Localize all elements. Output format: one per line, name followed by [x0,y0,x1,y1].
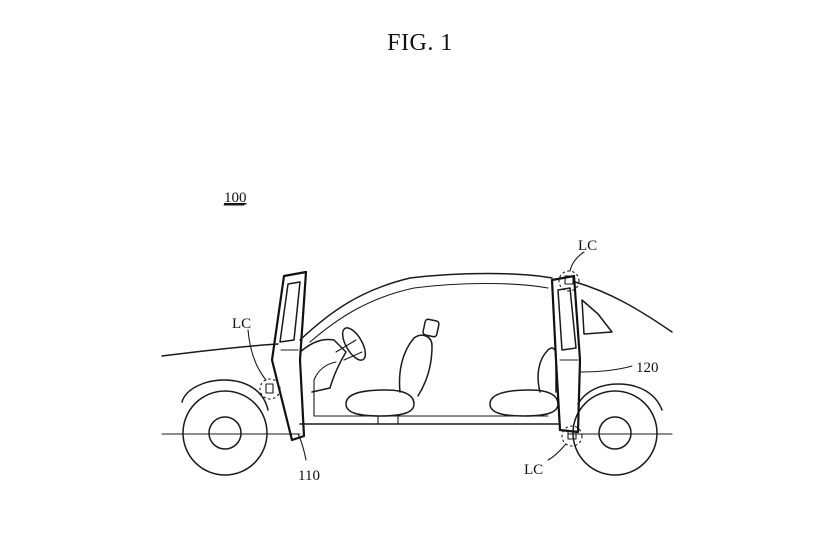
lc-rear-bottom-latch [567,430,577,440]
front-wheel [182,390,268,476]
leader-110 [297,433,307,461]
rear-fender-outline [577,383,663,411]
lc-rear-bottom-marker [561,425,583,447]
label-lc-rear-top: LC [578,238,597,254]
front-hood-outline [161,343,279,357]
rear-trunk-outline [574,281,673,333]
label-rear-door-120: 120 [636,360,659,376]
roof-inner-line [309,282,549,343]
figure-title: FIG. 1 [387,30,453,56]
leader-120 [579,365,633,373]
front-door [270,270,308,442]
steering-wheel [335,327,367,361]
cabin-front-wall [313,361,337,417]
label-vehicle-100: 100 [224,190,247,206]
lc-front-latch [265,383,274,394]
rear-wheel [572,390,658,476]
front-fender-outline [181,379,269,411]
lc-front-marker [259,378,281,400]
dashboard [299,338,347,393]
leader-lc-rear-bottom [547,443,567,461]
lc-rear-top-latch [564,275,574,285]
rear-seat [489,347,559,417]
label-lc-front: LC [232,316,251,332]
label-lc-rear-bottom: LC [524,462,543,478]
rear-window-outline [581,299,613,335]
front-seat [345,318,440,425]
lc-rear-top-marker [558,270,580,292]
roof-outline [299,272,553,341]
label-front-door-110: 110 [298,468,320,484]
leader-lc-front [247,329,267,381]
leader-lc-rear-top [569,251,585,272]
rear-door [550,274,582,434]
